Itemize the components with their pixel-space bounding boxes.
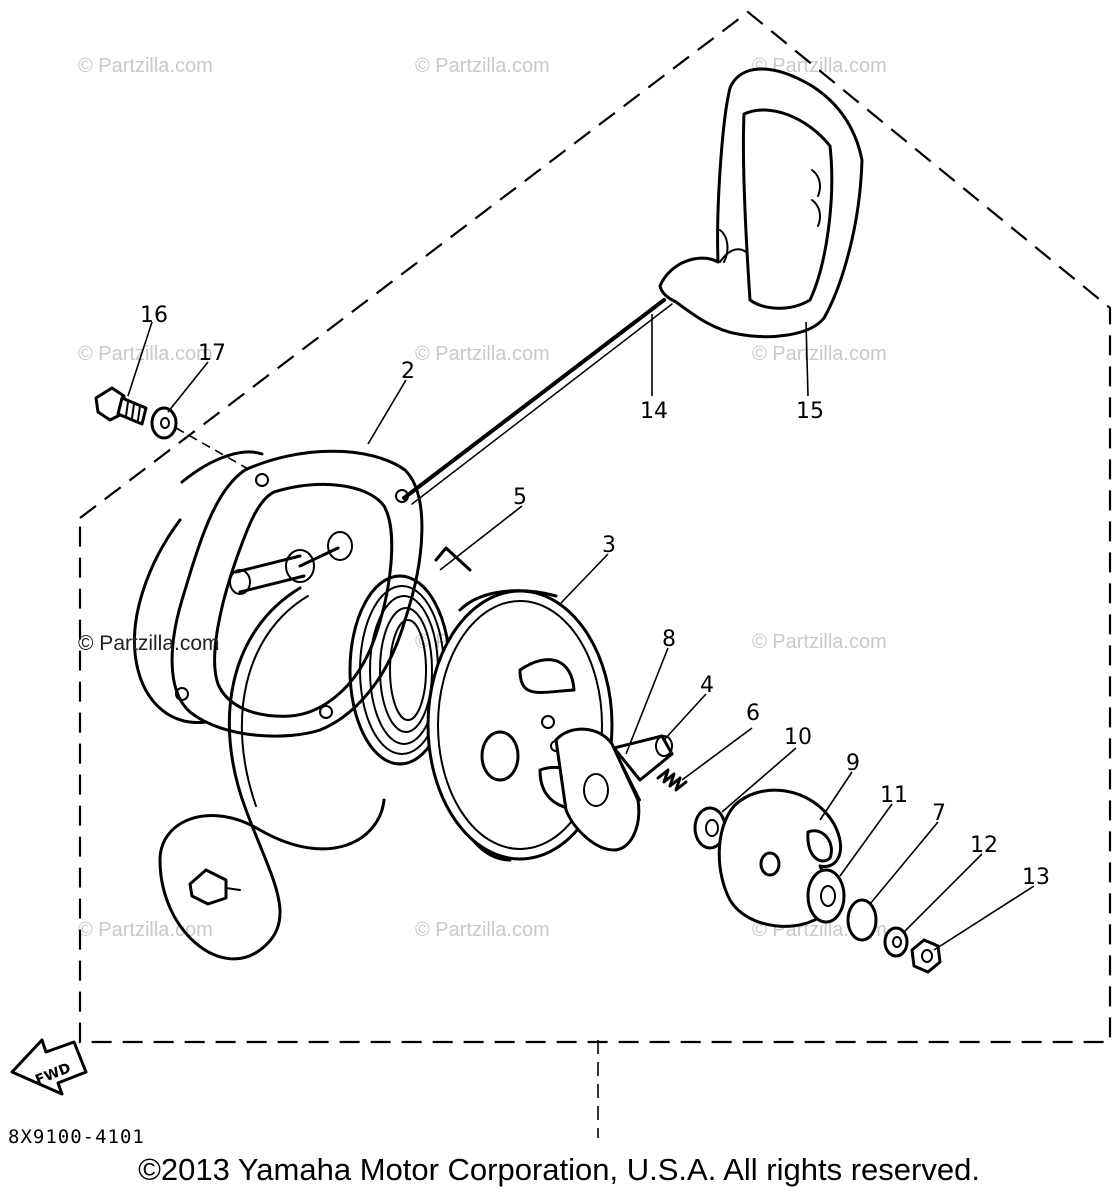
- callout-4: 4: [700, 673, 714, 698]
- watermark: © Partzilla.com: [415, 343, 550, 365]
- fwd-arrow: FWD: [10, 1038, 88, 1096]
- bolt-axis: [175, 427, 251, 471]
- part-13-nut: [910, 938, 942, 974]
- callout-11: 11: [880, 783, 908, 808]
- callout-5: 5: [513, 485, 527, 510]
- part-8-pawl: [554, 727, 641, 852]
- callout-10: 10: [784, 725, 812, 750]
- callout-12: 12: [970, 833, 998, 858]
- watermark: © Partzilla.com: [752, 343, 887, 365]
- callout-6: 6: [746, 701, 760, 726]
- callout-labels: 16 17 2 5 3 8 4 6 10 9 11 7 12 13 14 15: [140, 303, 1050, 890]
- part-2-starter-case: [133, 449, 424, 738]
- watermark: © Partzilla.com: [752, 631, 887, 653]
- watermark: © Partzilla.com: [415, 55, 550, 77]
- leader-lines: [127, 314, 1035, 951]
- callout-3: 3: [602, 533, 616, 558]
- part-10-collar: [693, 806, 727, 850]
- copyright-notice: ©2013 Yamaha Motor Corporation, U.S.A. A…: [138, 1152, 980, 1187]
- watermark-dark: © Partzilla.com: [78, 632, 220, 655]
- part-11-spring-washer: [806, 868, 846, 924]
- watermark: © Partzilla.com: [78, 343, 213, 365]
- callout-15: 15: [796, 399, 824, 424]
- watermark: © Partzilla.com: [78, 55, 213, 77]
- watermark: © Partzilla.com: [78, 919, 213, 941]
- drawing-number: 8X9100-4101: [8, 1126, 145, 1148]
- watermark: © Partzilla.com: [752, 55, 887, 77]
- watermark: © Partzilla.com: [415, 919, 550, 941]
- callout-9: 9: [846, 751, 860, 776]
- part-6-spring: [656, 768, 688, 792]
- callout-14: 14: [640, 399, 668, 424]
- part-16-bolt: [94, 386, 148, 426]
- part-17-washer: [150, 406, 178, 440]
- callout-17: 17: [198, 341, 226, 366]
- callout-13: 13: [1022, 865, 1050, 890]
- callout-16: 16: [140, 303, 168, 328]
- callout-2: 2: [401, 359, 415, 384]
- callout-7: 7: [932, 801, 946, 826]
- assembly-boundary: [78, 10, 1112, 1044]
- part-7-washer: [846, 898, 878, 942]
- callout-8: 8: [662, 627, 676, 652]
- part-15-starter-handle: [658, 67, 864, 339]
- part-14-starter-rope: [158, 298, 673, 961]
- part-12-washer: [883, 926, 909, 958]
